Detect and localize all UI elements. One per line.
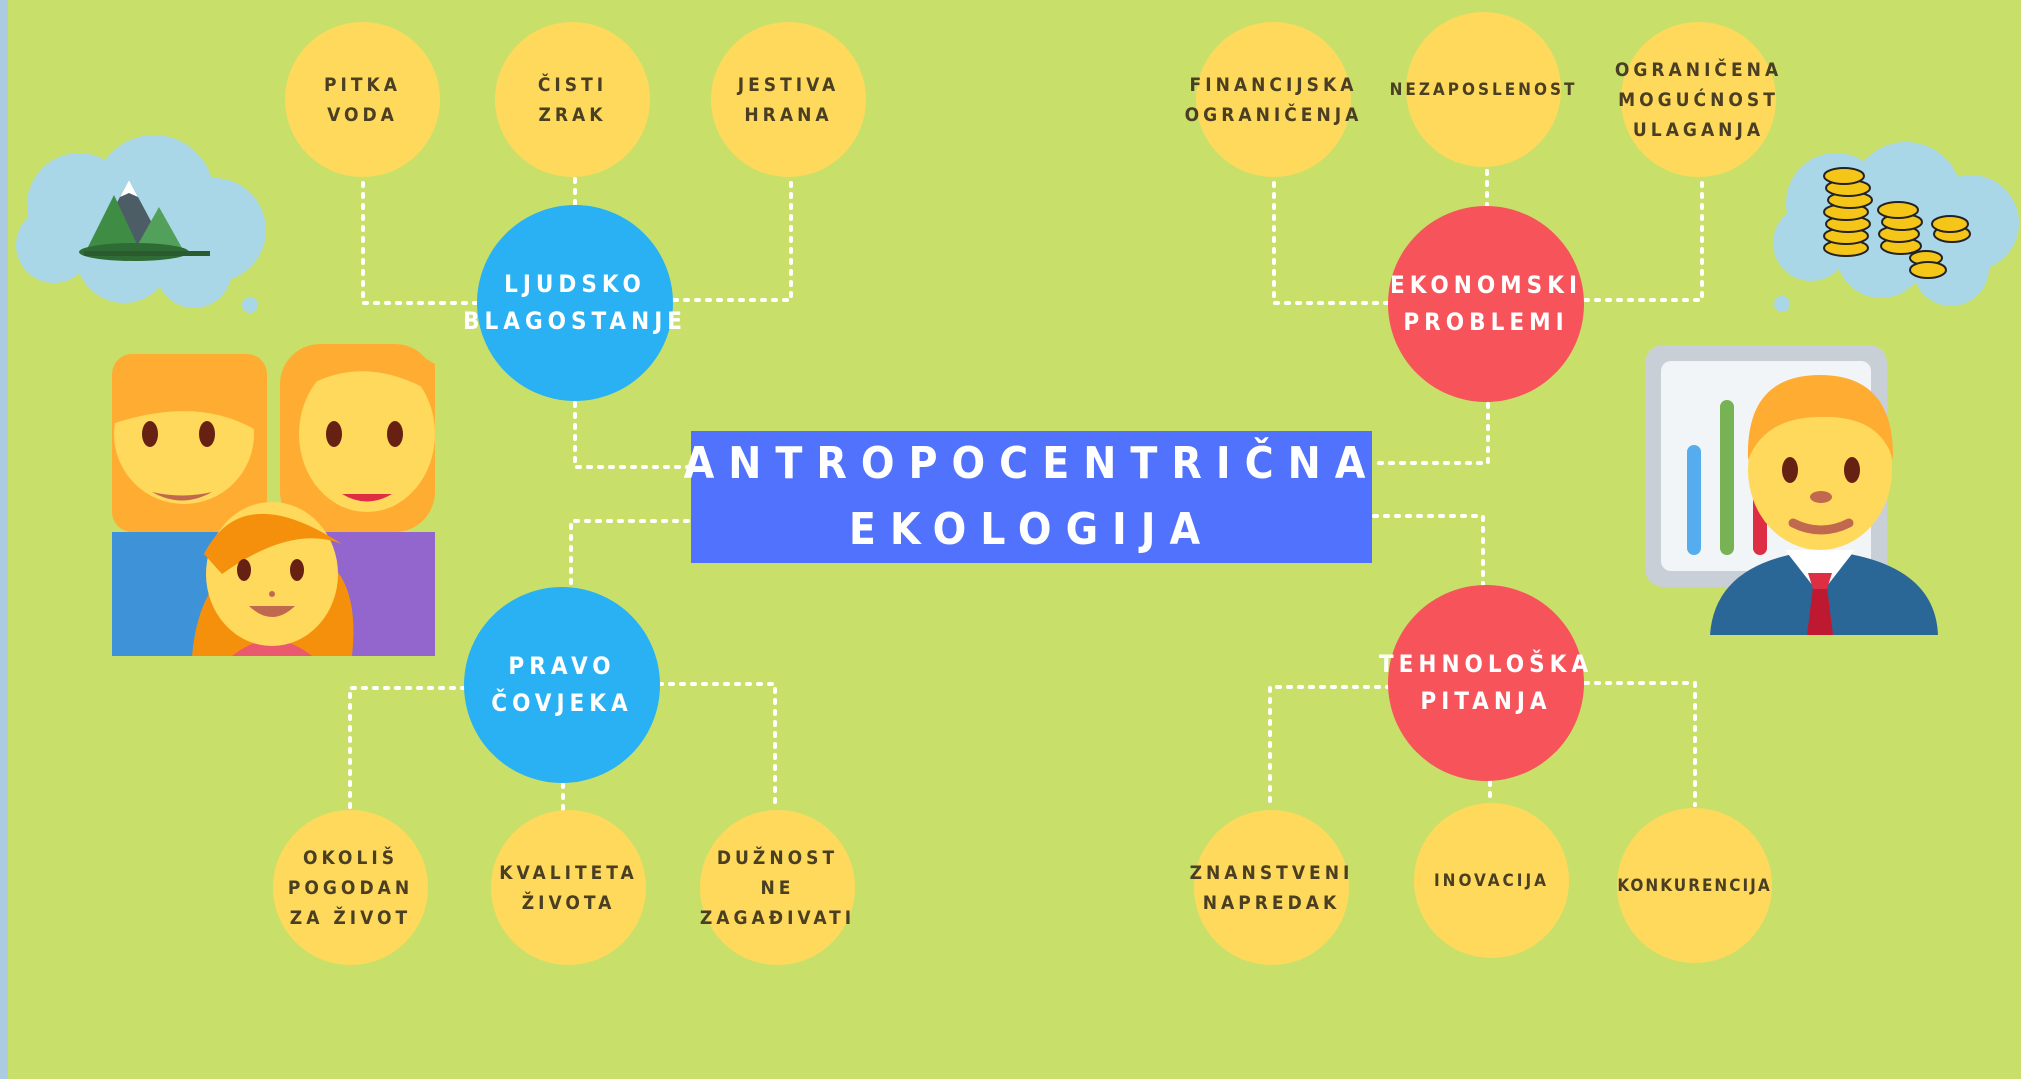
central-title: ANTROPOCENTRIČNA EKOLOGIJA [683,438,1380,555]
leaf-label: KVALITETA ŽIVOTA [499,861,638,914]
leaf-label: DUŽNOST NE ZAGAĐIVATI [699,846,856,929]
leaf-label: OKOLIŠ POGODAN ZA ŽIVOT [287,846,414,929]
leaf-inovacija: INOVACIJA [1414,803,1569,958]
leaf-label: ZNANSTVENI NAPREDAK [1189,861,1354,914]
hub-label: LJUDSKO BLAGOSTANJE [463,270,687,335]
hub-pravo-covjeka: PRAVO ČOVJEKA [464,587,660,783]
leaf-label: KONKURENCIJA [1617,875,1772,896]
hub-label: TEHNOLOŠKA PITANJA [1378,650,1594,715]
leaf-label: OGRANIČENA MOGUĆNOST ULAGANJA [1614,58,1783,141]
leaf-znanstveni-napredak: ZNANSTVENI NAPREDAK [1190,810,1349,965]
leaf-financijska-ogranicenja: FINANCIJSKA OGRANIČENJA [1185,22,1358,177]
family-icon [112,344,435,656]
leaf-label: FINANCIJSKA OGRANIČENJA [1184,73,1363,126]
leaf-duznost-ne-zagadivati: DUŽNOST NE ZAGAĐIVATI [700,810,855,965]
leaf-label: ČISTI ZRAK [537,73,608,126]
leaf-label: PITKA VODA [323,73,402,126]
left-edge-strip [0,0,8,1079]
leaf-label: JESTIVA HRANA [737,73,840,126]
hub-label: EKONOMSKI PROBLEMI [1390,271,1582,336]
hub-label: PRAVO ČOVJEKA [491,652,633,717]
leaf-nezaposlenost: NEZAPOSLENOST [1390,12,1574,167]
leaf-okolis-pogodan: OKOLIŠ POGODAN ZA ŽIVOT [273,810,428,965]
leaf-cisti-zrak: ČISTI ZRAK [495,22,650,177]
coins-cloud-icon [1773,142,2019,312]
leaf-label: INOVACIJA [1434,870,1549,891]
hub-ekonomski-problemi: EKONOMSKI PROBLEMI [1388,206,1584,402]
leaf-konkurencija: KONKURENCIJA [1617,808,1772,963]
hub-tehnoloska-pitanja: TEHNOLOŠKA PITANJA [1379,585,1588,781]
leaf-kvaliteta-zivota: KVALITETA ŽIVOTA [491,810,646,965]
businessman-chart-icon [1645,345,1938,635]
leaf-pitka-voda: PITKA VODA [285,22,440,177]
mountain-cloud-icon [16,135,266,313]
central-topic: ANTROPOCENTRIČNA EKOLOGIJA [684,431,1372,563]
leaf-ogranicena-mogucnost-ulaganja: OGRANIČENA MOGUĆNOST ULAGANJA [1615,22,1778,177]
leaf-label: NEZAPOSLENOST [1389,79,1578,100]
leaf-jestiva-hrana: JESTIVA HRANA [711,22,866,177]
hub-ljudsko-blagostanje: LJUDSKO BLAGOSTANJE [463,205,682,401]
